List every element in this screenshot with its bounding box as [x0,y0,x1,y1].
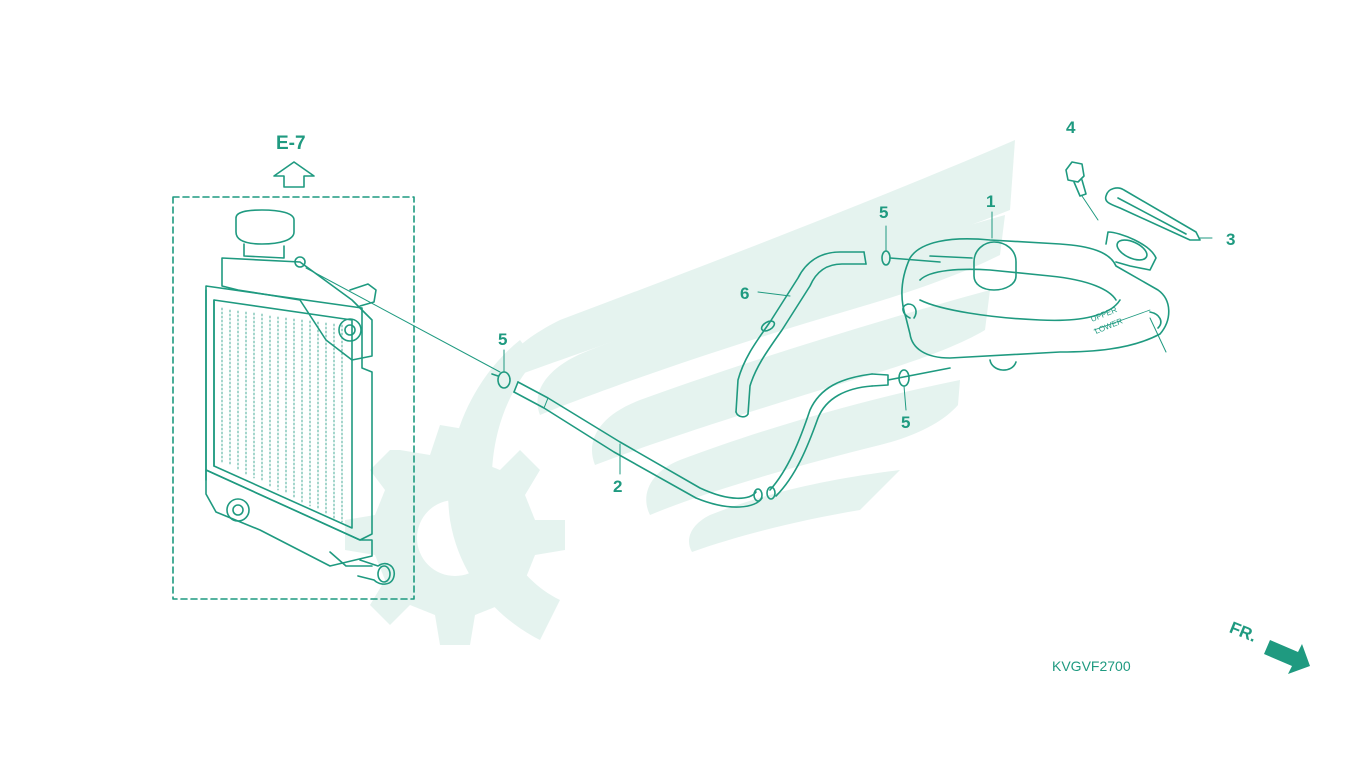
callout-5-right: 5 [901,413,911,432]
reference-arrow-icon [273,161,315,188]
front-direction-arrow-icon [1264,640,1310,674]
radiator-group-box [172,196,415,600]
callout-1: 1 [986,192,996,211]
reserve-tank [901,231,1170,371]
leader-tank-side [1149,317,1167,353]
radiator-fins [221,307,343,523]
callout-5-left: 5 [498,330,508,349]
watermark-logo [345,140,1015,645]
hose-6 [735,251,867,418]
callout-4: 4 [1066,118,1076,137]
clamp-5-upper [881,250,941,266]
reference-label: E-7 [276,133,306,154]
clamp-5-right [887,367,951,387]
leader-6 [757,291,791,297]
bracket-3 [1104,187,1213,241]
leader-radiator [305,267,501,373]
radiator [205,209,396,585]
callout-2: 2 [613,477,623,496]
callout-6: 6 [740,284,750,303]
hose-2 [513,373,889,508]
drawing-code: KVGVF2700 [1052,658,1131,674]
bolt-4 [1065,161,1099,221]
leader-5-right [903,385,907,411]
callout-3: 3 [1226,230,1236,249]
callout-5-top: 5 [879,203,889,222]
